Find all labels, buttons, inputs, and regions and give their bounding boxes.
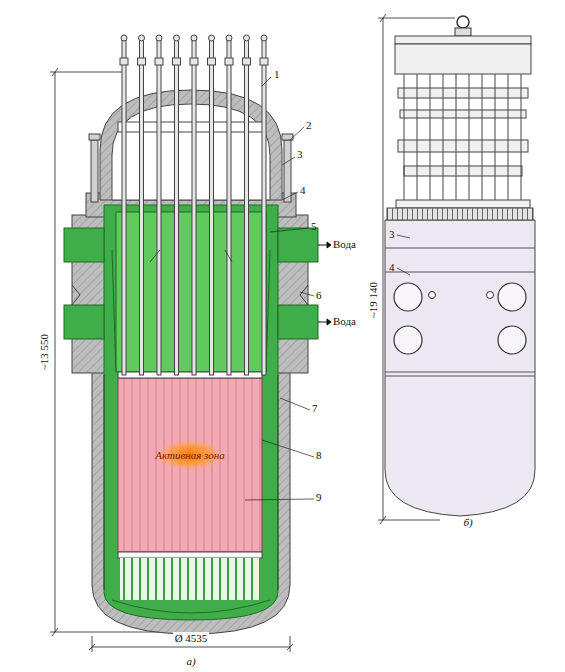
callout-number: 3 [389,228,395,240]
callout-number: 4 [300,184,306,196]
flow-label: Вода [333,238,356,250]
rod-cap [261,35,267,41]
flow-label: Вода [333,315,356,327]
dimension: ~19 140 [367,280,379,320]
rod-knob [260,58,268,65]
control-rod-drive [245,40,249,375]
rod-knob [138,58,146,65]
rod-knob [155,58,163,65]
drive-rod [482,74,483,200]
dimension: Ø 4535 [173,632,210,644]
drive-rod [430,74,431,200]
core-label: Активная зона [155,449,224,461]
callout-number: 2 [306,119,312,131]
callout-number: 8 [316,449,322,461]
drive-rod [456,74,457,200]
rod-cap [209,35,215,41]
rod-cap [174,35,180,41]
callout-number: 6 [316,289,322,301]
rod-knob [208,58,216,65]
rod-knob [173,58,181,65]
drive-rod [469,74,470,200]
view-label: а) [186,655,195,667]
drive-rod [521,74,522,200]
control-rod-drive [140,40,144,375]
drive-rod [443,74,444,200]
callout-number: 3 [297,148,303,160]
rod-knob [243,58,251,65]
rod-knob [120,58,128,65]
rod-cap [191,35,197,41]
control-rod-drive [227,40,231,375]
drive-rod [508,74,509,200]
rod-cap [139,35,145,41]
control-rod-drive [157,40,161,375]
drive-rod [417,74,418,200]
callout-number: 1 [274,68,280,80]
callout-number: 7 [312,402,318,414]
rod-knob [225,58,233,65]
callout-number: 4 [389,261,395,273]
callout-number: 5 [311,220,317,232]
dimension: ~13 550 [38,332,50,372]
rod-cap [121,35,127,41]
core-region: Активная зона [118,420,262,490]
callout-number: 9 [316,491,322,503]
control-rod-drive [192,40,196,375]
control-rod-drive [262,40,266,375]
rod-knob [190,58,198,65]
control-rod-drive [175,40,179,375]
rod-cap [226,35,232,41]
view-label: б) [463,516,472,528]
control-rod-drive [210,40,214,375]
drive-rod [495,74,496,200]
control-rod-drive [122,40,126,375]
drive-rod [404,74,405,200]
rod-cap [244,35,250,41]
rod-cap [156,35,162,41]
